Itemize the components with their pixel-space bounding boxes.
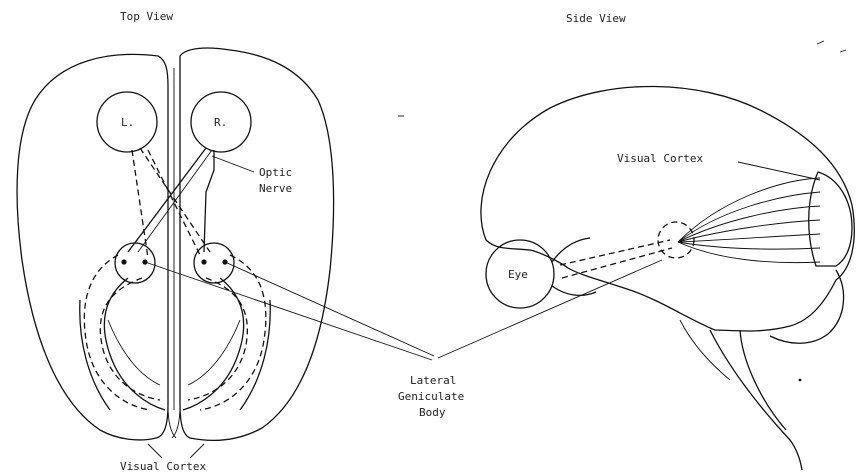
lgb-label-line3: Body [419, 406, 446, 419]
optic-nerve-label-line2: Nerve [259, 182, 292, 195]
visual-cortex-side-label: Visual Cortex [617, 152, 703, 165]
side-view-title: Side View [566, 12, 626, 25]
lgb-label-line1: Lateral [410, 374, 456, 387]
cerebrum-outline [481, 86, 854, 331]
visual-cortex-bottom-label: Visual Cortex [120, 460, 206, 473]
optic-nerve-left [140, 148, 210, 252]
left-hemisphere-outline [17, 54, 168, 440]
side-eye-label: Eye [508, 268, 528, 281]
cerebellum-outline [770, 270, 844, 343]
top-view-title: Top View [120, 10, 173, 23]
side-lateral-geniculate-body [658, 222, 694, 258]
side-view-brain [481, 86, 854, 470]
left-eye-label: L. [121, 116, 134, 129]
lgb-label-line2: Geniculate [398, 390, 464, 403]
right-eye-label: R. [214, 116, 227, 129]
top-view-brain [17, 48, 334, 440]
optic-nerve-label-line1: Optic [259, 166, 292, 179]
brainstem-outline [710, 330, 802, 470]
